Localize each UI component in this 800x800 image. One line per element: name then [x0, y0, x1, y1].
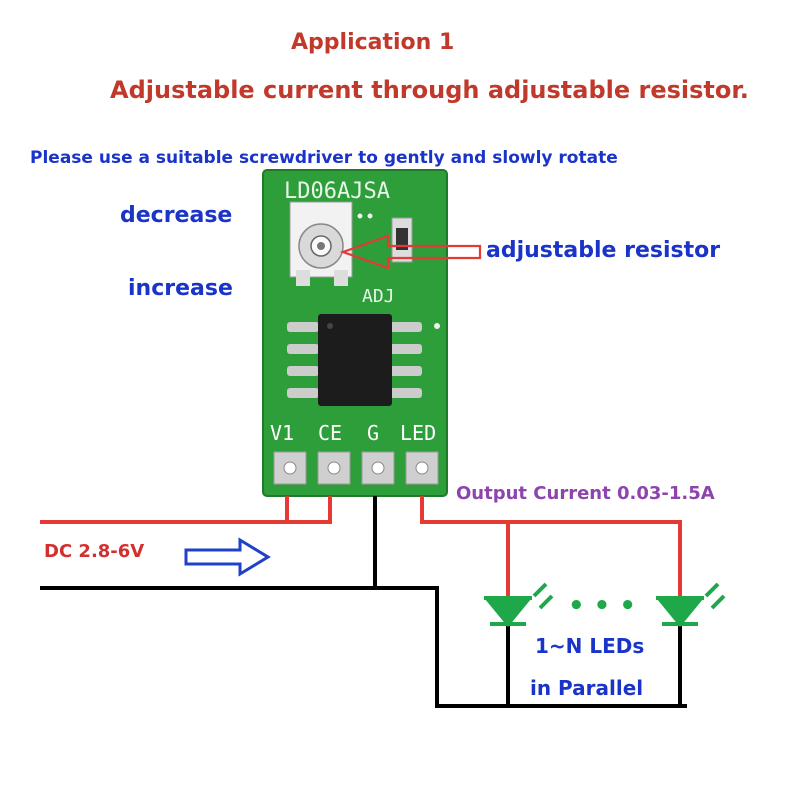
adjustable-resistor-arrow — [339, 234, 482, 270]
instruction-text: Please use a suitable screwdriver to gen… — [30, 148, 618, 168]
wires — [40, 496, 687, 708]
pin-label-v1: V1 — [270, 421, 294, 445]
led-ellipsis: • • • — [568, 591, 636, 621]
ground-wire — [40, 496, 687, 708]
pcb-board: LD06AJSA ADJ — [262, 169, 448, 497]
leds-parallel-label: in Parallel — [530, 676, 644, 700]
leds-count-label: 1~N LEDs — [535, 634, 645, 658]
input-voltage-label: DC 2.8-6V — [44, 541, 145, 562]
potentiometer[interactable] — [289, 201, 353, 286]
input-arrow-icon — [184, 537, 271, 577]
adj-label: ADJ — [362, 286, 395, 307]
smd-resistor — [391, 217, 413, 263]
page-title: Application 1 — [291, 30, 455, 55]
pin-pads — [273, 451, 439, 485]
increase-label: increase — [128, 276, 233, 301]
board-dot-3 — [434, 323, 440, 329]
pin-labels: V1 CE G LED — [270, 421, 436, 445]
board-dot-2 — [367, 213, 373, 219]
pin-label-ce: CE — [318, 421, 342, 445]
ic-chip — [287, 314, 422, 406]
led-icon-1 — [484, 582, 554, 628]
pin-label-led: LED — [400, 421, 436, 445]
output-current-label: Output Current 0.03-1.5A — [456, 483, 715, 504]
page-subtitle: Adjustable current through adjustable re… — [110, 76, 749, 104]
led-icon-2 — [656, 582, 726, 628]
board-dot-1 — [357, 213, 363, 219]
positive-wire — [40, 496, 332, 524]
pin-label-g: G — [367, 421, 379, 445]
board-model-label: LD06AJSA — [284, 179, 390, 204]
adjustable-resistor-label: adjustable resistor — [486, 238, 721, 263]
led-positive-wire — [420, 496, 682, 598]
decrease-label: decrease — [120, 203, 233, 228]
